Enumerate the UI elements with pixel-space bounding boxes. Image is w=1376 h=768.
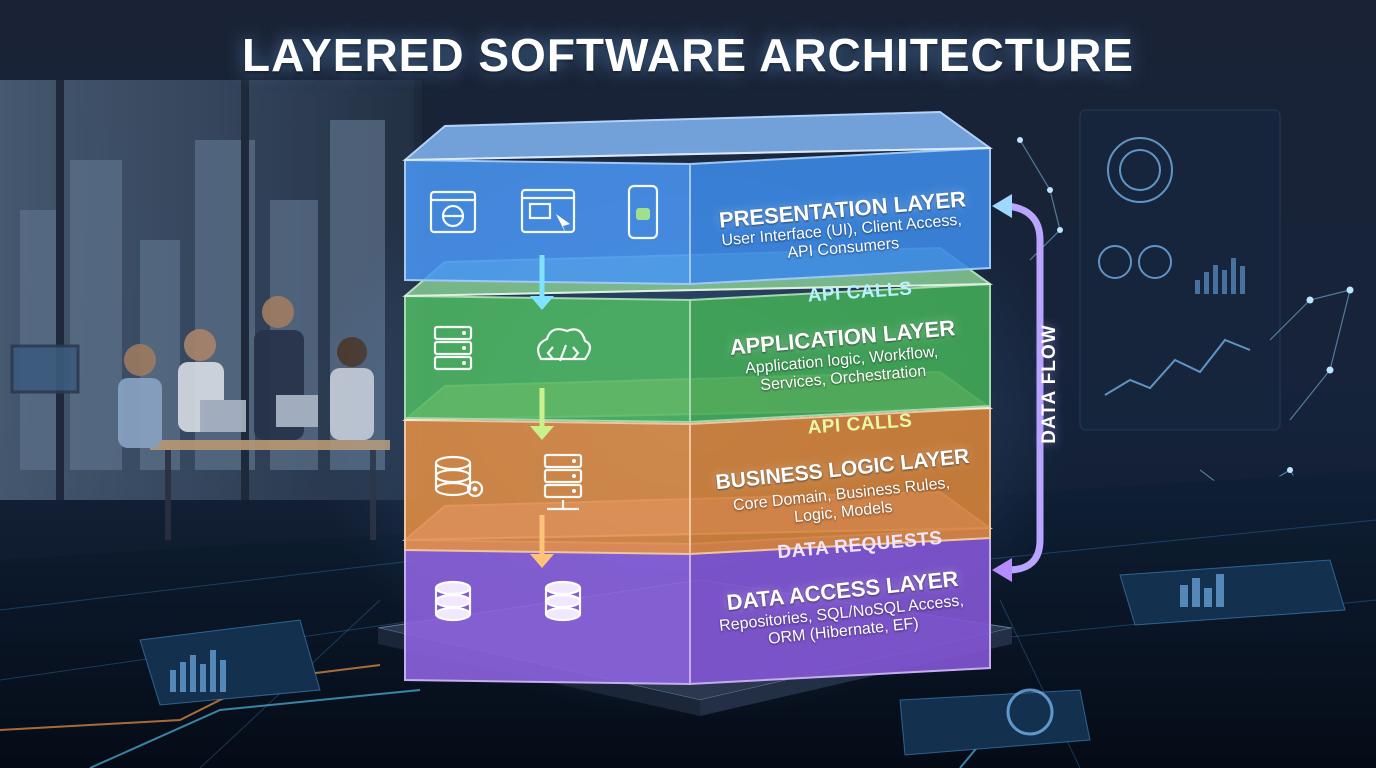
cloud-code-icon: [536, 328, 592, 362]
web-app-cursor-icon: [520, 188, 576, 234]
server-stack-icon: [433, 325, 473, 371]
server-network-icon: [543, 453, 583, 511]
presentation-layer-slab: [402, 110, 994, 286]
data-flow-arrow-icon: [992, 194, 1044, 582]
mobile-android-icon: [627, 184, 659, 240]
diagram-title: LAYERED SOFTWARE ARCHITECTURE: [242, 29, 1134, 81]
down-arrow-icon: [530, 255, 554, 310]
down-arrow-icon: [530, 515, 554, 568]
database-gear-icon: [434, 455, 484, 498]
down-arrow-icon: [530, 388, 554, 440]
web-browser-icon: [429, 190, 477, 234]
database-icon: [434, 580, 472, 622]
database-icon: [544, 580, 582, 622]
data-flow-label: DATA FLOW: [1039, 324, 1060, 444]
